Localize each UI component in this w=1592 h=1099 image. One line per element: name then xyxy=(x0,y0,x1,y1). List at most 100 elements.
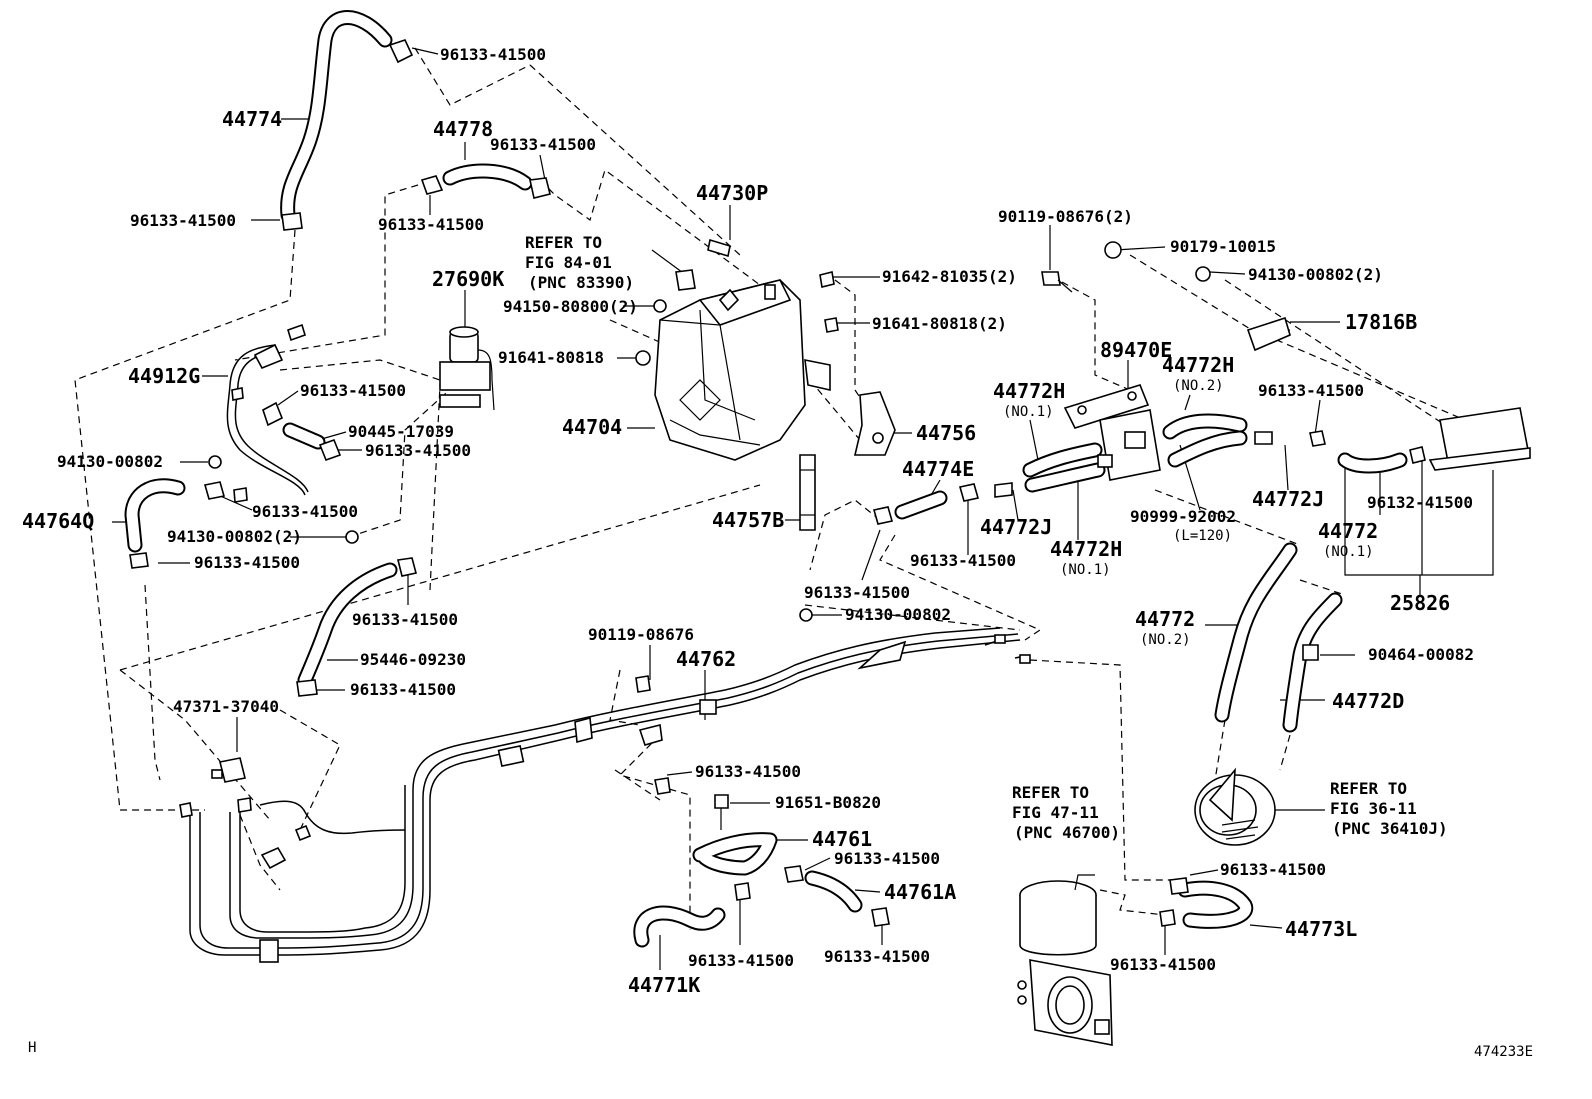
corner-mark: H xyxy=(28,1040,36,1056)
label-94150-80800: 94150-80800(2) xyxy=(503,297,638,316)
bracket-44757b xyxy=(799,454,816,531)
label-44764q: 44764Q xyxy=(22,509,94,533)
clamps xyxy=(129,39,1426,927)
fasteners xyxy=(179,241,1319,842)
hoses xyxy=(124,10,1408,948)
label-96133-41500: 96133-41500 xyxy=(440,45,546,64)
part-labels: 96133-41500 44774 96133-41500 44778 9613… xyxy=(22,45,1533,1060)
label-96133-41500: 96133-41500 xyxy=(300,381,406,400)
label-44772: 44772 xyxy=(1135,607,1195,631)
label-91642-81035: 91642-81035(2) xyxy=(882,267,1017,286)
label-fig-47-11: FIG 47-11 xyxy=(1012,803,1099,822)
label-44757b: 44757B xyxy=(712,508,784,532)
label-96133-41500: 96133-41500 xyxy=(834,849,940,868)
label-96133-41500: 96133-41500 xyxy=(695,762,801,781)
label-91641-80818: 91641-80818 xyxy=(498,348,604,367)
label-pnc-83390: (PNC 83390) xyxy=(528,273,634,292)
label-96132-41500: 96132-41500 xyxy=(1367,493,1473,512)
label-91651-b0820: 91651-B0820 xyxy=(775,793,881,812)
label-fig-84-01: FIG 84-01 xyxy=(525,253,612,272)
vsv-27690k xyxy=(439,326,495,411)
label-96133-41500: 96133-41500 xyxy=(1220,860,1326,879)
label-44772h: 44772H xyxy=(1162,353,1234,377)
label-90999-92002: 90999-92002 xyxy=(1130,507,1236,526)
label-no2: (NO.2) xyxy=(1140,632,1191,648)
label-95446-09230: 95446-09230 xyxy=(360,650,466,669)
bracket-47371 xyxy=(211,757,246,783)
bracket-44756 xyxy=(853,391,896,456)
label-44772j: 44772J xyxy=(980,515,1052,539)
label-44778: 44778 xyxy=(433,117,493,141)
fittings xyxy=(253,323,1031,870)
filter-17816b xyxy=(1246,316,1531,471)
label-fig-36-11: FIG 36-11 xyxy=(1330,799,1417,818)
label-44774: 44774 xyxy=(222,107,282,131)
sensor-89470e xyxy=(1063,384,1161,481)
label-44772h: 44772H xyxy=(993,379,1065,403)
label-96133-41500: 96133-41500 xyxy=(804,583,910,602)
label-27690k: 27690K xyxy=(432,267,504,291)
label-96133-41500: 96133-41500 xyxy=(688,951,794,970)
label-96133-41500: 96133-41500 xyxy=(365,441,471,460)
valve-44730p xyxy=(651,238,731,291)
label-96133-41500: 96133-41500 xyxy=(130,211,236,230)
label-44756: 44756 xyxy=(916,421,976,445)
label-44771k: 44771K xyxy=(628,973,700,997)
label-pnc-36410j: (PNC 36410J) xyxy=(1332,819,1448,838)
label-89470e: 89470E xyxy=(1100,338,1172,362)
label-no2: (NO.2) xyxy=(1173,378,1224,394)
label-refer-to: REFER TO xyxy=(1012,783,1089,802)
figure-id: 474233E xyxy=(1474,1044,1533,1060)
label-96133-41500: 96133-41500 xyxy=(350,680,456,699)
label-pnc-46700: (PNC 46700) xyxy=(1014,823,1120,842)
label-refer-to: REFER TO xyxy=(525,233,602,252)
label-91641-80818-2: 91641-80818(2) xyxy=(872,314,1007,333)
pipe-bundle-44762 xyxy=(189,627,1021,963)
canister-44704 xyxy=(654,279,831,461)
phantom-lines xyxy=(74,47,1466,930)
label-96133-41500: 96133-41500 xyxy=(194,553,300,572)
label-90464-00082: 90464-00082 xyxy=(1368,645,1474,664)
label-44772: 44772 xyxy=(1318,519,1378,543)
label-17816b: 17816B xyxy=(1345,310,1417,334)
label-no1: (NO.1) xyxy=(1003,404,1054,420)
throttle-body xyxy=(1017,874,1113,1046)
label-refer-to: REFER TO xyxy=(1330,779,1407,798)
label-90119-08676-2: 90119-08676(2) xyxy=(998,207,1133,226)
label-44772h: 44772H xyxy=(1050,537,1122,561)
label-no1: (NO.1) xyxy=(1323,544,1374,560)
label-90445-17039: 90445-17039 xyxy=(348,422,454,441)
label-44912g: 44912G xyxy=(128,364,200,388)
label-44762: 44762 xyxy=(676,647,736,671)
label-94130-00802-2: 94130-00802(2) xyxy=(1248,265,1383,284)
label-96133-41500: 96133-41500 xyxy=(490,135,596,154)
label-94130-00802: 94130-00802 xyxy=(845,605,951,624)
label-44773l: 44773L xyxy=(1285,917,1357,941)
label-44774e: 44774E xyxy=(902,457,974,481)
label-44772d: 44772D xyxy=(1332,689,1404,713)
brake-booster xyxy=(1194,767,1276,846)
label-44761a: 44761A xyxy=(884,880,956,904)
label-no1: (NO.1) xyxy=(1060,562,1111,578)
label-96133-41500: 96133-41500 xyxy=(352,610,458,629)
label-96133-41500: 96133-41500 xyxy=(378,215,484,234)
label-44761: 44761 xyxy=(812,827,872,851)
label-47371-37040: 47371-37040 xyxy=(173,697,279,716)
label-96133-41500: 96133-41500 xyxy=(1110,955,1216,974)
label-44730p: 44730P xyxy=(696,181,768,205)
label-90179-10015: 90179-10015 xyxy=(1170,237,1276,256)
label-94130-00802-2: 94130-00802(2) xyxy=(167,527,302,546)
label-44704: 44704 xyxy=(562,415,622,439)
label-25826: 25826 xyxy=(1390,591,1450,615)
label-96133-41500: 96133-41500 xyxy=(252,502,358,521)
label-96133-41500: 96133-41500 xyxy=(824,947,930,966)
label-44772j: 44772J xyxy=(1252,487,1324,511)
label-94130-00802: 94130-00802 xyxy=(57,452,163,471)
label-96133-41500: 96133-41500 xyxy=(910,551,1016,570)
label-90119-08676: 90119-08676 xyxy=(588,625,694,644)
leader-lines xyxy=(112,47,1494,970)
label-l-120: (L=120) xyxy=(1173,528,1232,544)
label-96133-41500: 96133-41500 xyxy=(1258,381,1364,400)
pipe-44912g xyxy=(226,344,309,496)
